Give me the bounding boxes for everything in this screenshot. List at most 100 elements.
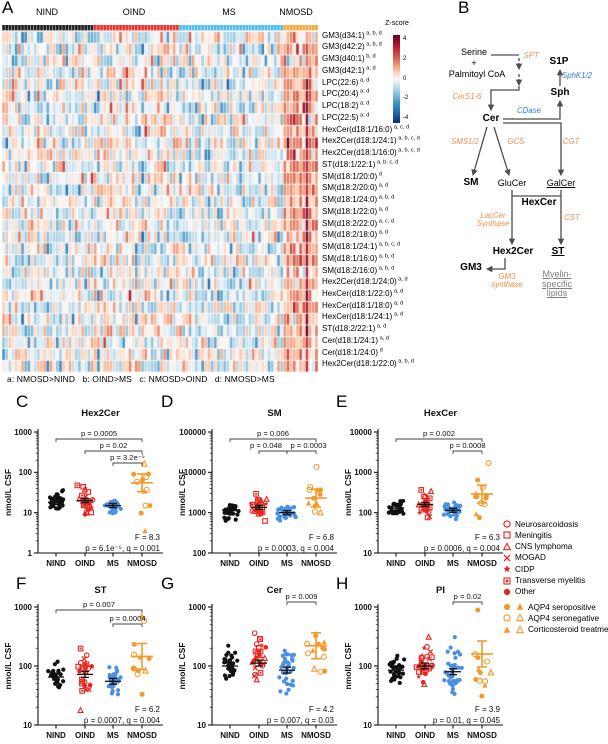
data-point [479,693,485,699]
legend-label: Neurosarcoidosis [515,519,579,529]
data-point [291,665,296,670]
heatmap-row-label: Hex2Cer(d18:1/22:0) a, b, d [322,358,414,369]
y-axis-label: nmol/L CSF [177,642,187,689]
data-point [424,653,431,660]
data-point [316,508,324,516]
data-point [286,687,291,692]
data-point [115,692,121,697]
group-points-NMOSD [472,607,495,699]
data-point [134,671,141,678]
group-mean-OIND [417,501,433,508]
data-point [114,665,119,670]
anova-pq-stat: p = 6.1e⁻⁵, q = 0.001 [85,544,160,553]
data-point [448,681,453,686]
data-point [60,488,66,493]
data-point [52,662,57,667]
data-point [257,636,264,642]
group-mean-NIND [222,662,238,670]
group-points-OIND [75,645,95,713]
x-category-label: OIND [249,731,269,740]
data-point [392,677,397,682]
data-point [139,612,145,618]
data-point [111,509,116,514]
pathway-node-cers16: CerS1-6 [452,92,482,101]
data-point [400,664,405,669]
y-tick-label: 100 [359,508,373,517]
group-mean-OIND [77,497,93,504]
data-point [421,492,429,499]
data-point [445,502,451,507]
data-point [131,471,137,477]
data-point [476,666,482,672]
p-value-label: p = 0.0008 [449,441,485,450]
x-category-label: MS [447,559,460,568]
data-point [282,660,287,665]
data-point [293,515,298,520]
data-point [453,655,458,660]
data-point [223,657,228,662]
colorbar-tick-label: 2 [403,55,407,62]
data-point [74,482,81,489]
group-mean-NIND [388,666,404,674]
arrow-to-cer [487,86,520,112]
data-point [421,645,427,651]
data-point [55,680,60,685]
y-tick-label: 100 [19,468,33,477]
data-point [476,677,483,684]
data-point [142,502,149,509]
heatmap-row-label: SM(d18:1/22:0) a, d [322,206,389,216]
data-point [452,500,457,505]
group-points-OIND [249,630,269,683]
data-point [231,503,237,509]
legend-item-red: Meningitis [502,530,552,540]
data-point [223,518,228,523]
axes [208,429,337,557]
pathway-node-sphk12: SphK1/2 [562,71,592,80]
arrow-cer-sm [471,126,488,177]
pathway-node-galcer: GalCer [546,178,576,188]
data-point [142,528,148,534]
heatmap-row-label: LPC(22:6) a, d [322,77,370,87]
data-point [142,666,150,674]
legend-label: CNS lymphoma [515,542,573,552]
axes [374,429,503,557]
data-point [459,665,464,671]
heatmap-row-label: SM(d18:2/22:0) a, c, d [322,217,394,228]
heatmap-group-label-nmosd: NMOSD [279,7,313,17]
data-point [421,498,427,503]
data-point [255,645,262,651]
legend-item-orange: AQP4 seropositive [502,602,596,612]
legend-item-red: Neurosarcoidosis [502,519,578,529]
heatmap-row-label: ST(d18:1/22:1) a, b, c, d [322,159,399,169]
data-point [262,518,268,524]
p-value-label: p = 0.02 [454,592,482,601]
data-point [226,516,231,521]
x-category-label: NMOSD [467,731,497,740]
legend-item-orange: Corticosteroid treatment [502,624,608,635]
data-point [83,652,90,659]
legend-label: Other [515,587,536,597]
x-category-label: OIND [75,559,95,568]
legend-item-red: Other [502,587,535,597]
heatmap-canvas [2,25,318,372]
x-category-label: NIND [220,731,240,740]
y-tick-label: 1 [28,549,33,558]
data-point [82,683,88,689]
x-category-label: NMOSD [467,559,497,568]
data-point [400,498,406,504]
y-tick-label: 1000 [14,428,32,437]
data-point [448,514,453,519]
group-mean-NIND [48,673,64,681]
legend-label: MOGAD [515,553,546,563]
data-point [145,471,151,477]
data-point [61,667,66,672]
data-point [227,658,232,663]
data-point [441,512,447,517]
heatmap-row-label: Hex2Cer(d18:1/16:0) a, b, c, d [322,147,420,158]
heatmap-row-label: SM(d18:2/18:0) a, d [322,229,389,240]
anova-f-stat: F = 3.9 [475,705,501,714]
data-point [427,487,435,495]
group-points-NIND [222,643,240,681]
